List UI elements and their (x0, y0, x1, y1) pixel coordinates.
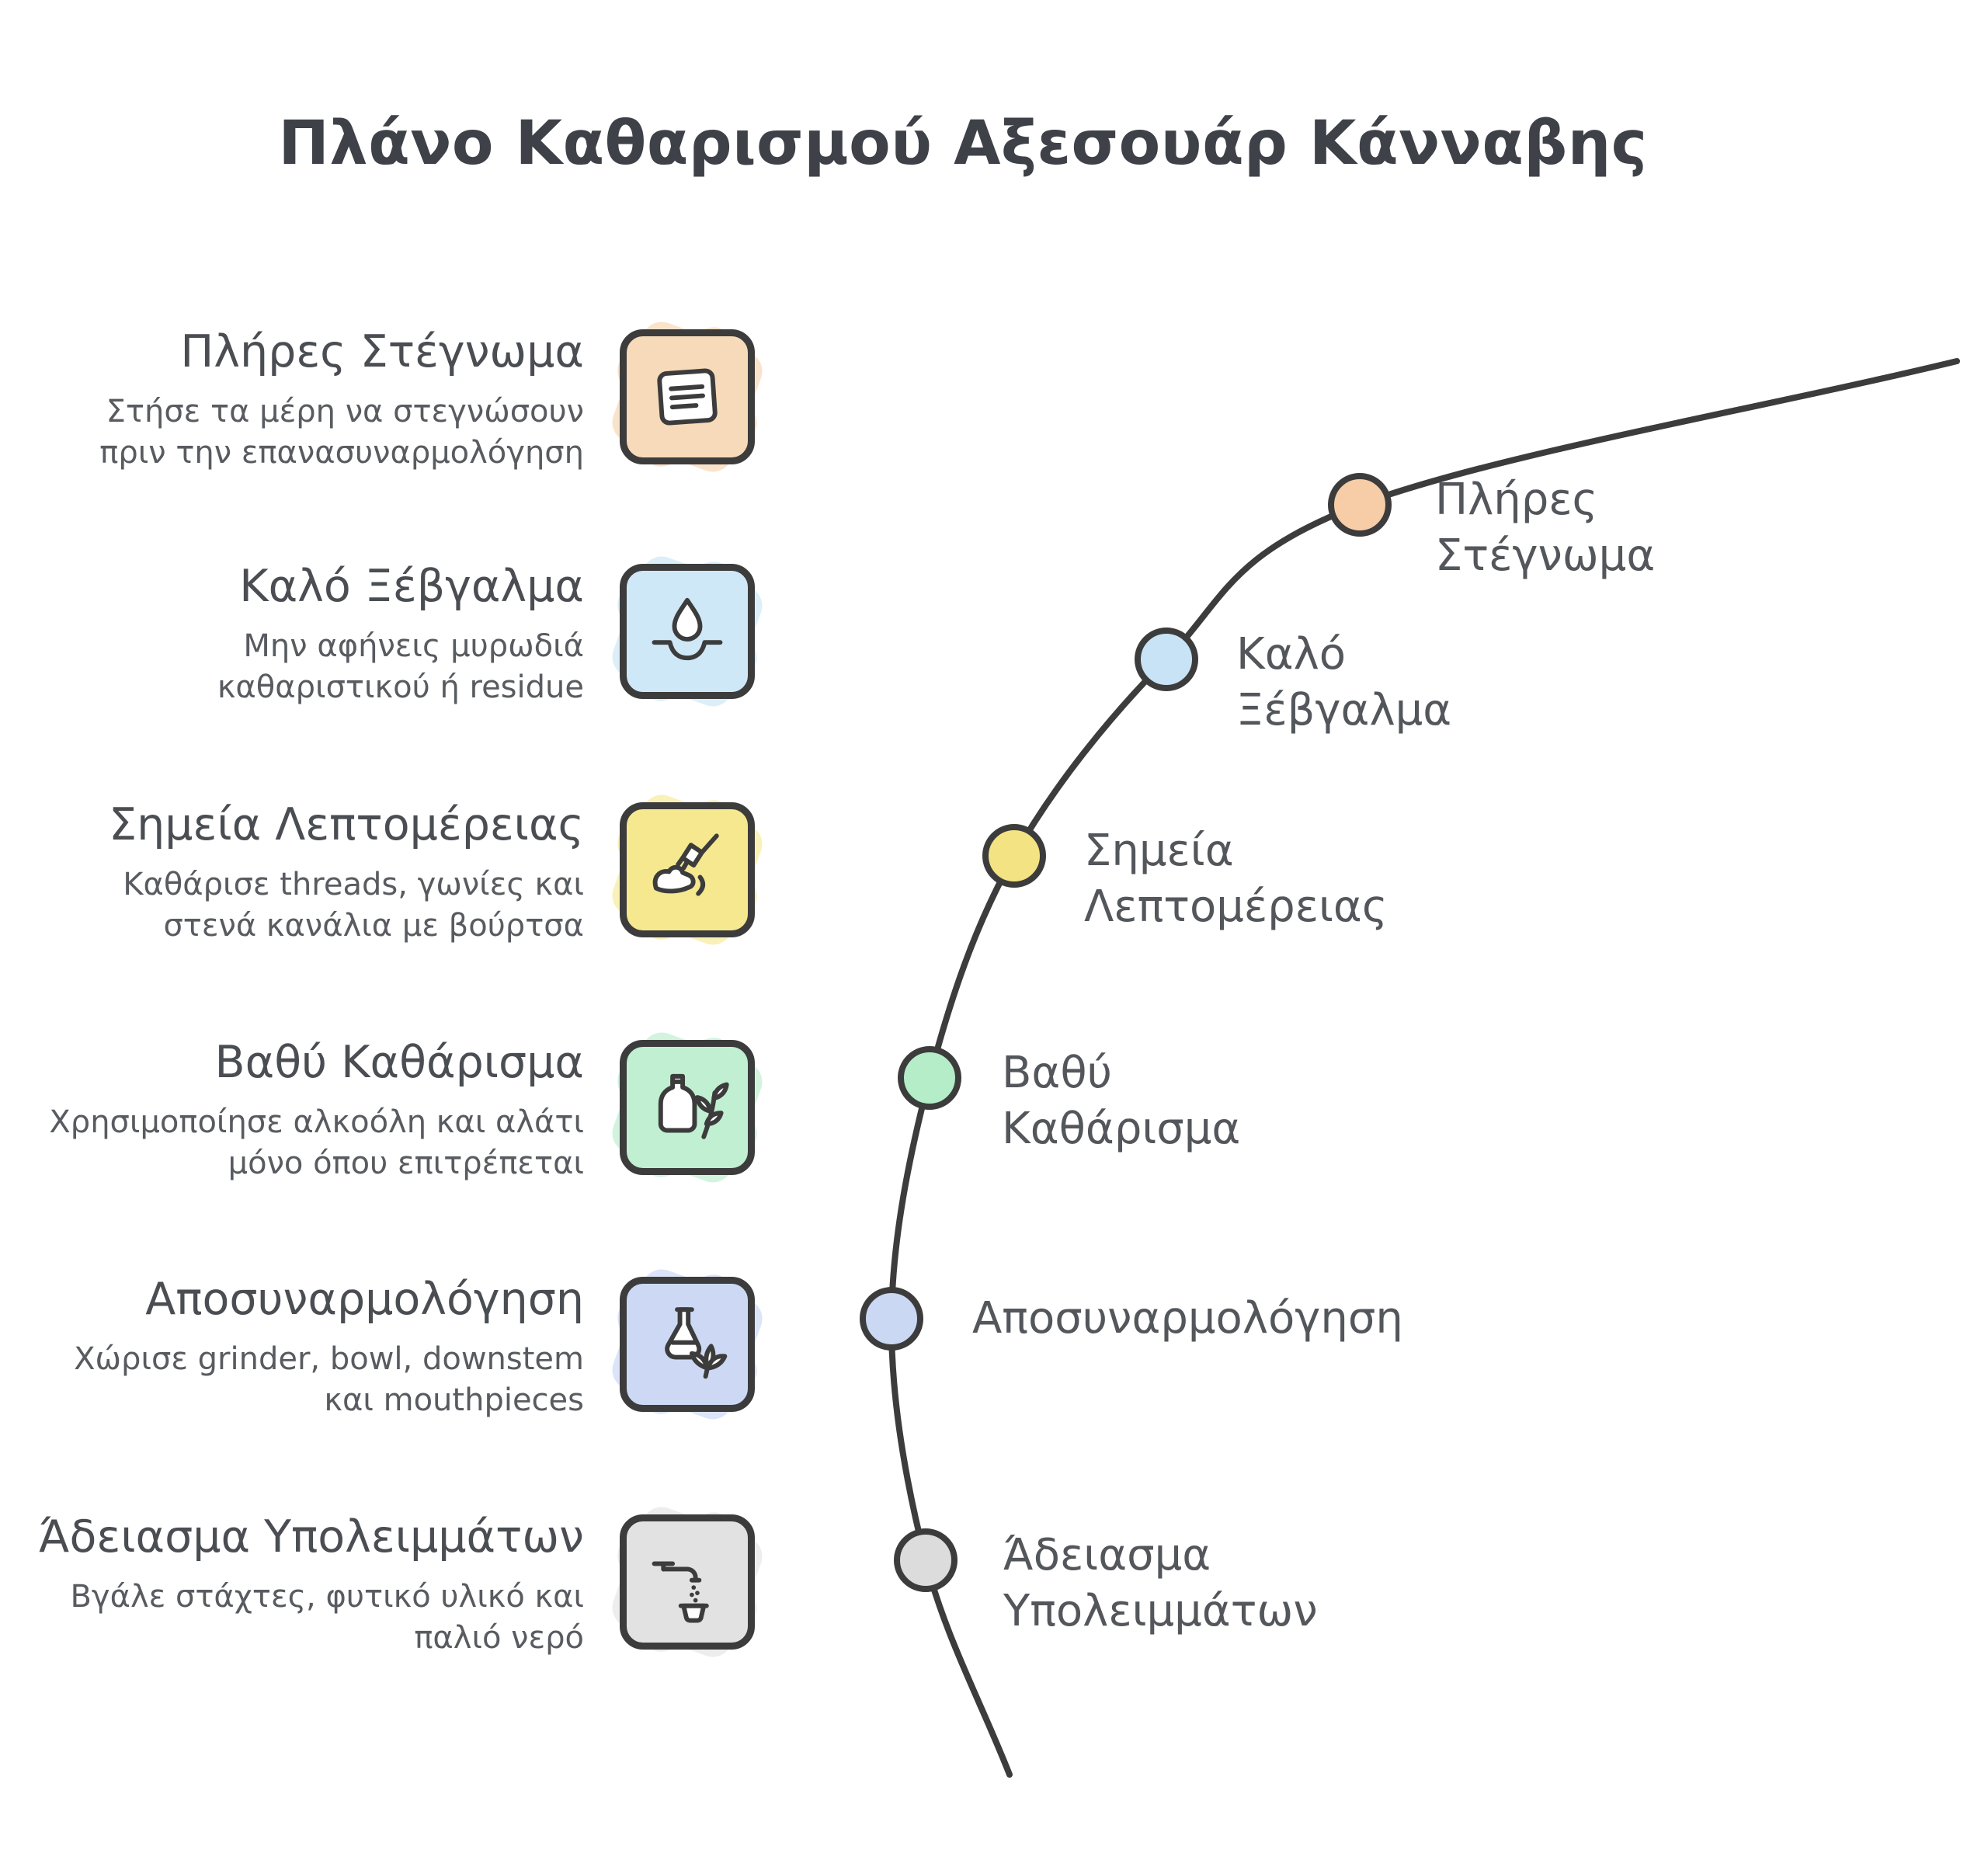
step-title: Άδειασμα Υπολειμμάτων (39, 1511, 584, 1563)
timeline-dot-disassembly (860, 1287, 923, 1351)
arc-label-deep-clean: Βαθύ Καθάρισμα (1002, 1045, 1240, 1157)
step-title: Βαθύ Καθάρισμα (214, 1037, 584, 1088)
step-icon-frame (613, 1271, 761, 1418)
arc-label-line: Άδειασμα (1003, 1530, 1211, 1580)
arc-label-complete-drying: Πλήρες Στέγνωμα (1435, 472, 1655, 584)
step-text: Αποσυναρμολόγηση Χώρισε grinder, bowl, d… (39, 1271, 584, 1422)
arc-label-line: Λεπτομέρειας (1084, 881, 1388, 932)
timeline-dot-empty-residue (894, 1528, 958, 1592)
step-icon-frame (613, 558, 761, 705)
arc-label-disassembly: Αποσυναρμολόγηση (972, 1291, 1403, 1347)
timeline-dot-deep-clean (898, 1046, 961, 1110)
step-icon-frame (613, 796, 761, 944)
step-row-empty-residue: Άδειασμα Υπολειμμάτων Βγάλε στάχτες, φυτ… (39, 1508, 761, 1660)
step-description: Μην αφήνεις μυρωδιά καθαριστικού ή resid… (217, 628, 584, 706)
step-description: Βγάλε στάχτες, φυτικό υλικό και παλιό νε… (70, 1578, 584, 1657)
step-text: Άδειασμα Υπολειμμάτων Βγάλε στάχτες, φυτ… (39, 1508, 584, 1660)
step-description: Χώρισε grinder, bowl, downstem και mouth… (74, 1340, 584, 1419)
step-title: Αποσυναρμολόγηση (145, 1274, 584, 1325)
step-icon-frame (613, 1508, 761, 1656)
timeline-dot-detail-points (982, 824, 1046, 888)
arc-label-good-rinse: Καλό Ξέβγαλμα (1236, 627, 1451, 739)
faucet-icon (652, 1561, 709, 1623)
page-title: Πλάνο Καθαρισμού Αξεσουάρ Κάνναβης (278, 109, 1648, 179)
flask-leaf-icon (665, 1307, 728, 1379)
arc-label-line: Στέγνωμα (1435, 530, 1656, 581)
arc-label-line: Αποσυναρμολόγηση (972, 1293, 1403, 1344)
arc-label-line: Ξέβγαλμα (1236, 685, 1452, 735)
step-description: Καθάρισε threads, γωνίες και στενά κανάλ… (123, 866, 584, 944)
step-row-disassembly: Αποσυναρμολόγηση Χώρισε grinder, bowl, d… (39, 1271, 761, 1422)
bottle-herb-icon (658, 1073, 729, 1139)
arc-label-line: Καθάρισμα (1002, 1104, 1241, 1154)
arc-label-detail-points: Σημεία Λεπτομέρειας (1084, 823, 1388, 935)
step-row-complete-drying: Πλήρες Στέγνωμα Στήσε τα μέρη να στεγνώσ… (39, 323, 761, 475)
timeline-dot-good-rinse (1135, 628, 1198, 691)
arc-label-line: Βαθύ (1002, 1048, 1112, 1098)
timeline-curve (888, 358, 1960, 1778)
step-description: Στήσε τα μέρη να στεγνώσουν πριν την επα… (99, 393, 584, 471)
step-icon-frame (613, 1034, 761, 1181)
step-title: Σημεία Λεπτομέρειας (109, 799, 584, 850)
icon-square (620, 802, 755, 937)
step-row-deep-clean: Βαθύ Καθάρισμα Χρησιμοποίησε αλκοόλη και… (39, 1034, 761, 1185)
icon-square (620, 564, 755, 699)
arc-label-line: Σημεία (1084, 826, 1234, 876)
arc-label-line: Καλό (1236, 629, 1347, 680)
step-text: Καλό Ξέβγαλμα Μην αφήνεις μυρωδιά καθαρι… (39, 558, 584, 709)
arc-label-line: Υπολειμμάτων (1003, 1586, 1318, 1636)
step-title: Πλήρες Στέγνωμα (180, 326, 584, 377)
arc-label-empty-residue: Άδειασμα Υπολειμμάτων (1003, 1528, 1318, 1639)
timeline-dot-complete-drying (1328, 473, 1392, 537)
icon-square (620, 1277, 755, 1412)
water-drop-icon (652, 597, 723, 661)
icon-square (620, 1514, 755, 1650)
step-row-good-rinse: Καλό Ξέβγαλμα Μην αφήνεις μυρωδιά καθαρι… (39, 558, 761, 709)
icon-square (620, 1040, 755, 1175)
brush-hand-icon (652, 833, 719, 896)
step-text: Βαθύ Καθάρισμα Χρησιμοποίησε αλκοόλη και… (39, 1034, 584, 1185)
step-icon-frame (613, 323, 761, 471)
step-row-detail-points: Σημεία Λεπτομέρειας Καθάρισε threads, γω… (39, 796, 761, 947)
step-text: Πλήρες Στέγνωμα Στήσε τα μέρη να στεγνώσ… (39, 323, 584, 475)
step-text: Σημεία Λεπτομέρειας Καθάρισε threads, γω… (39, 796, 584, 947)
arc-label-line: Πλήρες (1435, 475, 1598, 525)
step-title: Καλό Ξέβγαλμα (239, 561, 584, 612)
icon-square (620, 329, 755, 464)
step-description: Χρησιμοποίησε αλκοόλη και αλάτι μόνο όπο… (49, 1104, 584, 1182)
document-icon (657, 368, 718, 426)
